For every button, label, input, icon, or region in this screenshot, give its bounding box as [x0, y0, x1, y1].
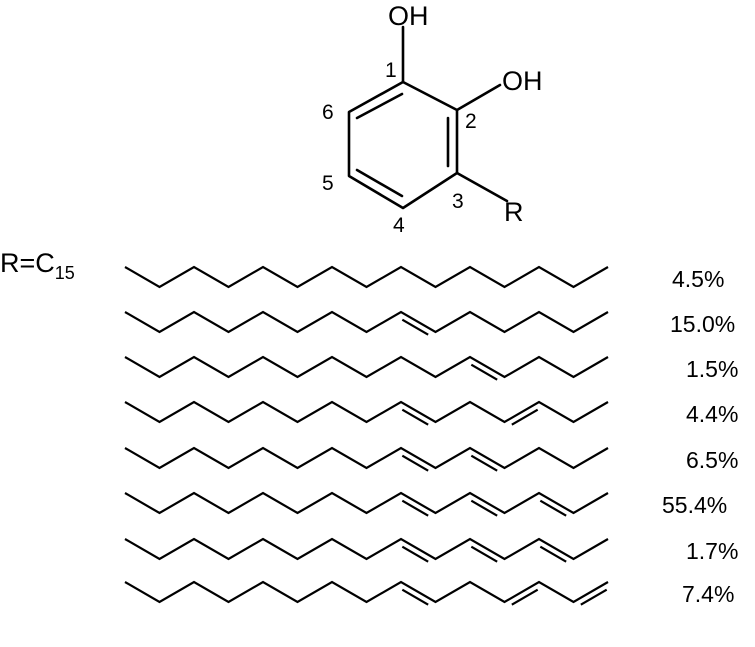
ring-number-6: 6 — [322, 101, 334, 124]
chain-percent-label: 55.4% — [662, 492, 727, 518]
r-definition-subscript: 15 — [55, 263, 75, 283]
benzene-ring — [347, 25, 509, 210]
side-chain-3 — [124, 355, 609, 379]
double-bond-line — [401, 318, 429, 336]
chain-percent-label: 6.5% — [686, 447, 738, 473]
side-chain-list: 4.5% 15.0% 1.5% 4.4% 6.5% 55.4% 1.7% 7.4% — [124, 265, 738, 607]
chain-percent-label: 1.5% — [686, 356, 738, 382]
double-bond-line — [580, 588, 608, 606]
side-chain-1 — [124, 265, 609, 289]
r-group-label: R — [504, 197, 524, 227]
side-chain-6 — [124, 491, 609, 515]
chain-percent-label: 15.0% — [670, 311, 735, 337]
ring-number-1: 1 — [385, 59, 397, 82]
side-chain-4 — [124, 400, 609, 424]
double-bond-line — [401, 588, 429, 606]
ring-number-4: 4 — [393, 214, 405, 237]
oh-label-right: OH — [502, 66, 543, 96]
double-bond-line — [401, 545, 429, 563]
double-bond-line — [470, 499, 498, 517]
side-chain-2 — [124, 310, 609, 334]
double-bond-line — [539, 545, 567, 563]
double-bond-line — [511, 408, 539, 426]
double-bond-line — [401, 499, 429, 517]
chain-percent-label: 4.5% — [672, 266, 724, 292]
double-bond-line — [401, 454, 429, 472]
ring-number-5: 5 — [322, 172, 334, 195]
chain-percent-label: 7.4% — [682, 581, 734, 607]
oh-label-top: OH — [388, 1, 429, 31]
double-bond-line — [470, 545, 498, 563]
side-chain-7 — [124, 537, 609, 561]
double-bond-line — [511, 588, 539, 606]
r-definition-main: R=C — [0, 248, 55, 278]
side-chain-8 — [124, 580, 609, 604]
chain-percent-label: 1.7% — [686, 538, 738, 564]
double-bond-line — [470, 454, 498, 472]
double-bond-line — [539, 499, 567, 517]
double-bond-line — [470, 363, 498, 381]
r-definition-label: R=C15 — [0, 248, 75, 283]
side-chain-5 — [124, 446, 609, 470]
chain-percent-label: 4.4% — [686, 401, 738, 427]
ring-number-2: 2 — [465, 110, 477, 133]
ring-number-3: 3 — [452, 190, 464, 213]
double-bond-line — [401, 408, 429, 426]
